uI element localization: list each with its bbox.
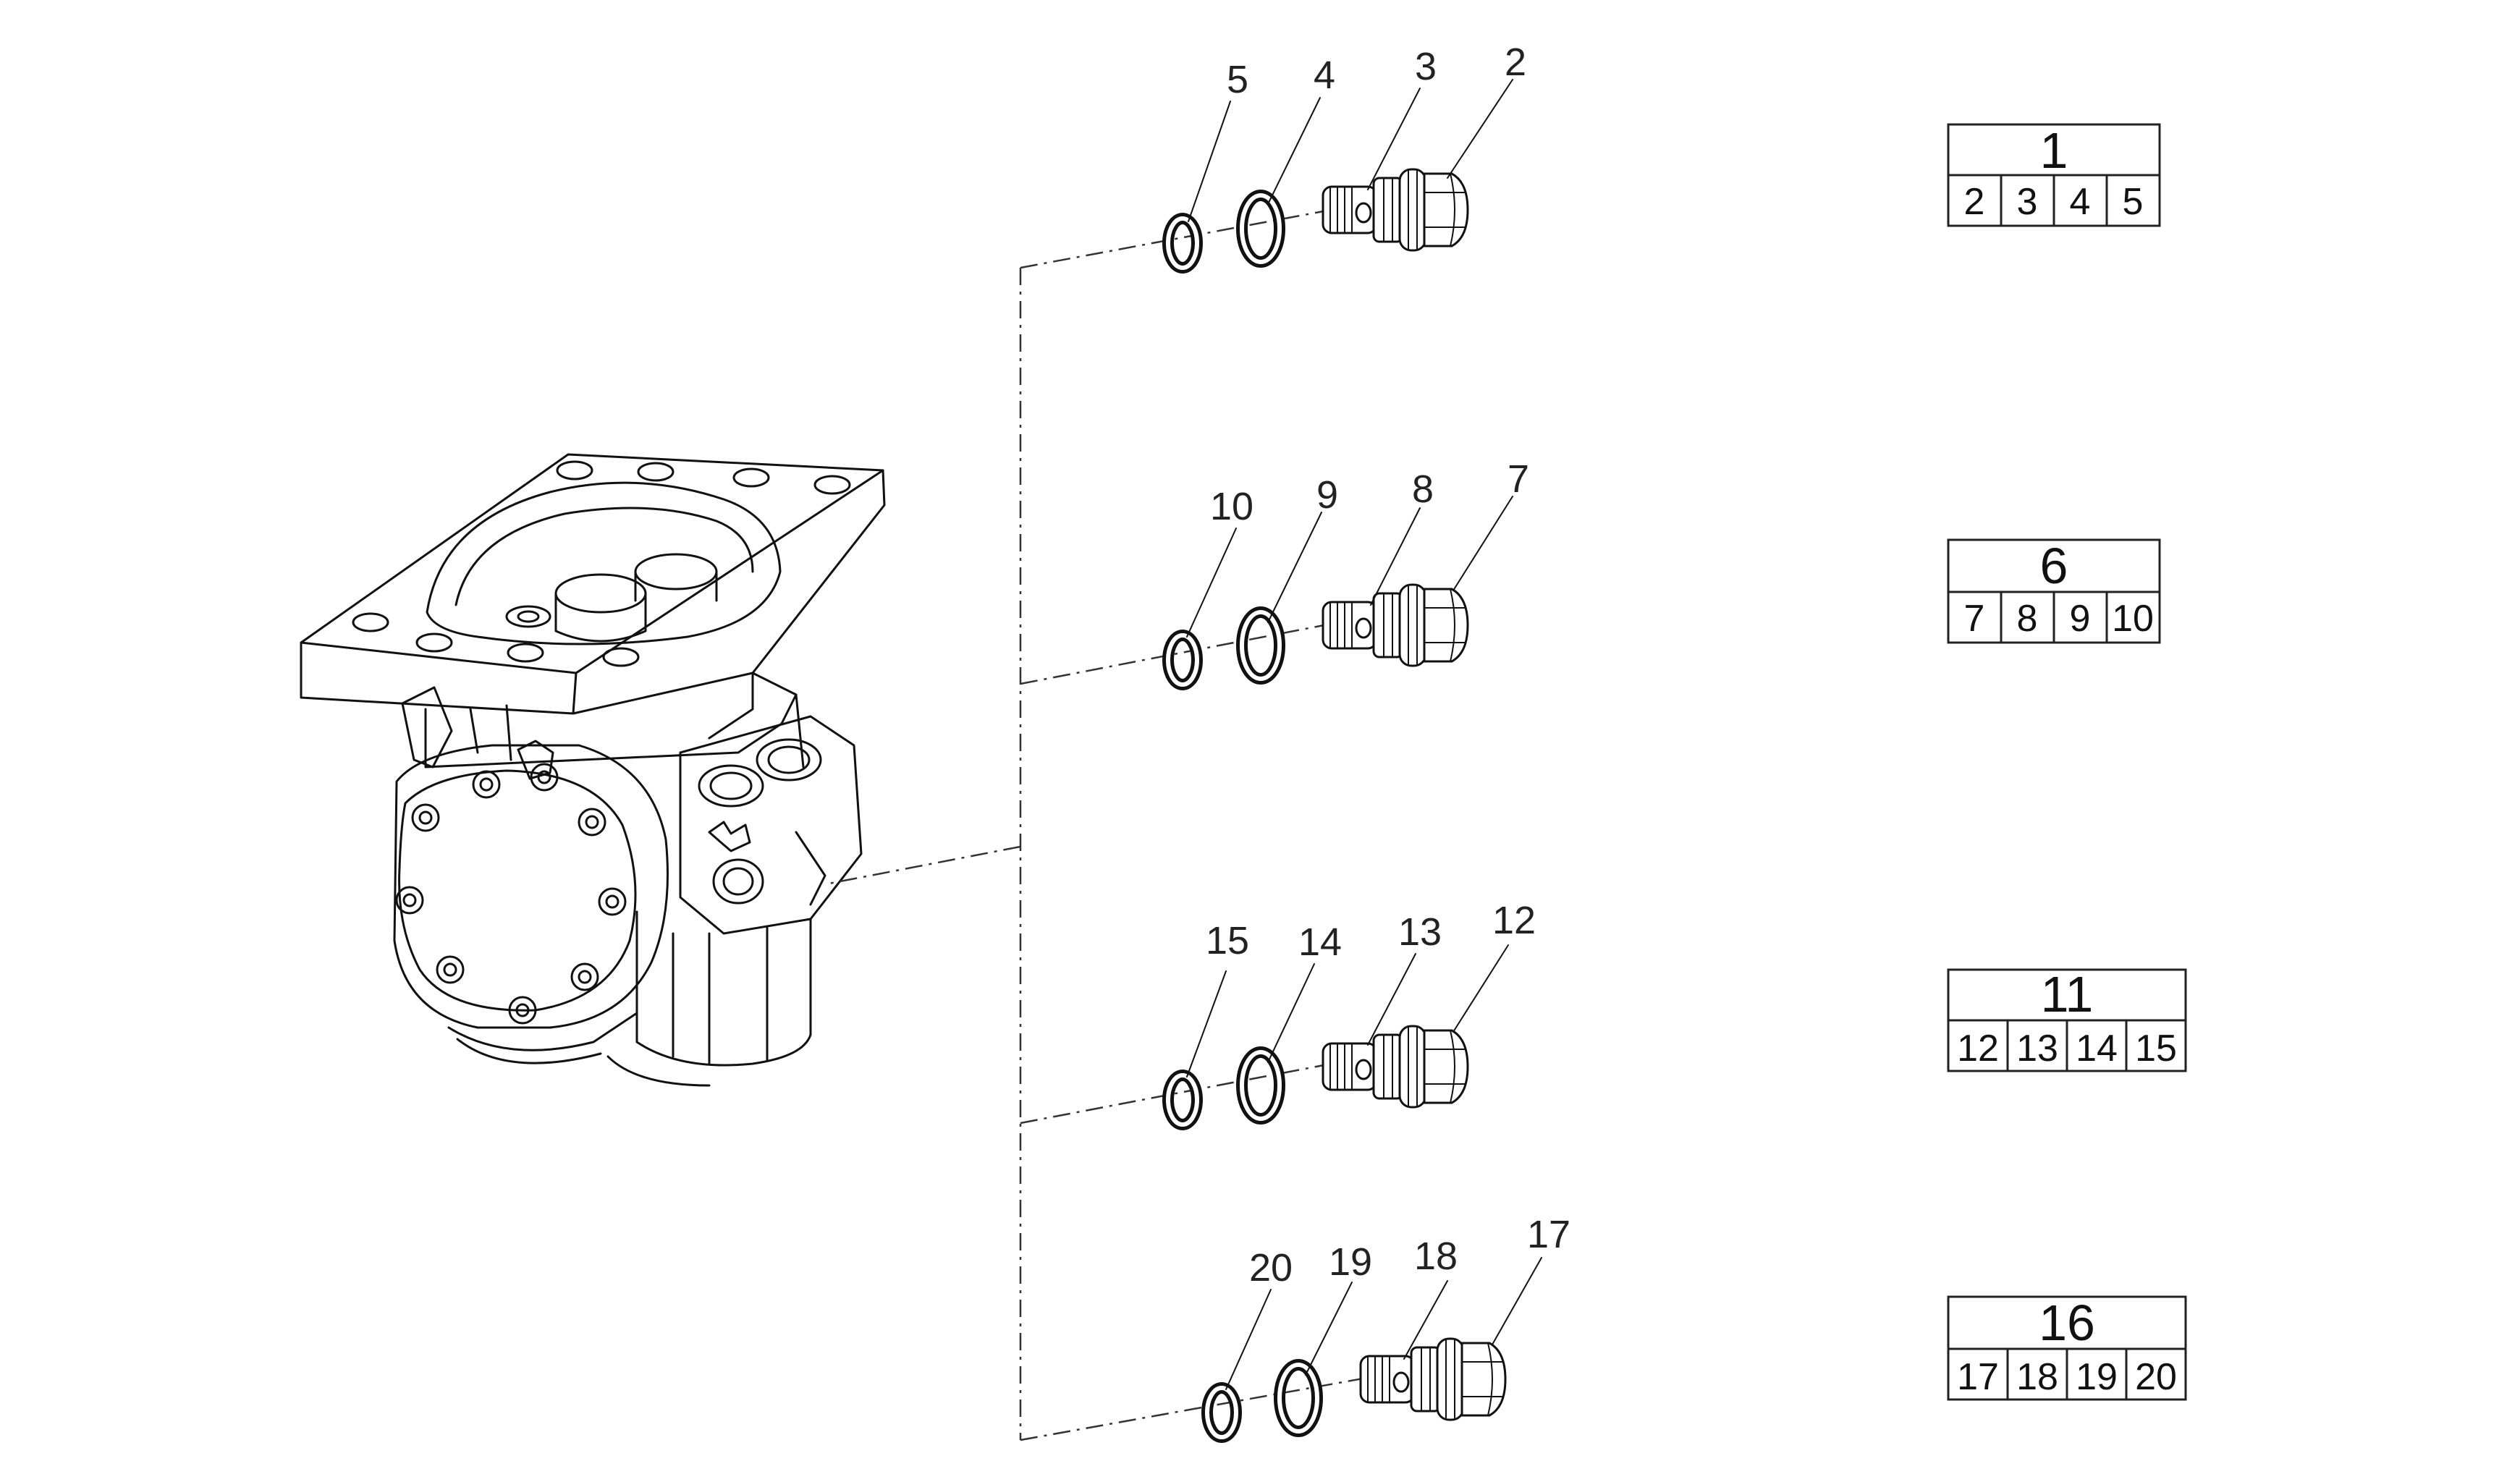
- valve-row-2: 10 9 8 7: [1168, 457, 1529, 685]
- callout-3: 3: [1415, 45, 1437, 88]
- kit-table-6: 6 7 8 9 10: [1947, 538, 2161, 644]
- kit-item: 20: [2135, 1356, 2177, 1398]
- callout-5: 5: [1227, 58, 1248, 101]
- kit-item: 3: [2017, 181, 2038, 223]
- o-ring-large-19: [1280, 1365, 1317, 1431]
- o-ring-small-20: [1207, 1388, 1236, 1437]
- kit-title: 11: [2041, 966, 2094, 1022]
- kit-item: 17: [1957, 1356, 1999, 1398]
- callout-15: 15: [1206, 919, 1249, 962]
- o-ring-large-9: [1242, 612, 1280, 679]
- callout-4: 4: [1314, 54, 1335, 97]
- relief-valve-2-3: [1322, 168, 1469, 252]
- callout-18: 18: [1414, 1235, 1458, 1278]
- callout-13: 13: [1398, 910, 1442, 954]
- kit-item: 18: [2016, 1356, 2058, 1398]
- kit-table-16: 16 17 18 19 20: [1947, 1295, 2187, 1401]
- kit-item: 5: [2123, 181, 2144, 223]
- motor-housing: [300, 453, 886, 1087]
- kit-table-11: 11 12 13 14 15: [1947, 966, 2187, 1072]
- kit-item: 7: [1964, 598, 1985, 640]
- kit-item: 12: [1957, 1028, 1999, 1070]
- kit-item: 4: [2070, 181, 2091, 223]
- callout-2: 2: [1505, 41, 1526, 84]
- kit-title: 16: [2039, 1295, 2095, 1351]
- o-ring-small-5: [1168, 219, 1197, 268]
- valve-row-4: 20 19 18 17: [1207, 1213, 1570, 1437]
- o-ring-small-15: [1168, 1075, 1197, 1125]
- o-ring-small-10: [1168, 635, 1197, 685]
- callout-14: 14: [1298, 920, 1342, 964]
- valve-row-1: 5 4 3 2: [1168, 41, 1526, 268]
- kit-item: 9: [2070, 598, 2091, 640]
- kit-item: 2: [1964, 181, 1985, 223]
- callout-10: 10: [1210, 485, 1253, 528]
- kit-item: 14: [2076, 1028, 2118, 1070]
- callout-17: 17: [1527, 1213, 1570, 1256]
- o-ring-large-14: [1242, 1052, 1280, 1119]
- o-ring-large-4: [1242, 195, 1280, 262]
- kit-title: 6: [2040, 538, 2068, 594]
- callout-8: 8: [1412, 467, 1434, 511]
- callout-19: 19: [1329, 1240, 1372, 1284]
- valve-row-3: 15 14 13 12: [1168, 899, 1536, 1125]
- relief-valve-17-18: [1359, 1337, 1507, 1421]
- callout-20: 20: [1249, 1246, 1293, 1290]
- kit-item: 13: [2016, 1028, 2058, 1070]
- callout-7: 7: [1508, 457, 1529, 501]
- kit-item: 15: [2135, 1028, 2177, 1070]
- kit-table-1: 1 2 3 4 5: [1947, 122, 2161, 227]
- kit-item: 8: [2017, 598, 2038, 640]
- kit-item: 10: [2112, 598, 2154, 640]
- kit-item: 19: [2076, 1356, 2118, 1398]
- relief-valve-7-8: [1322, 583, 1469, 667]
- relief-valve-12-13: [1322, 1025, 1469, 1109]
- kit-title: 1: [2040, 122, 2068, 179]
- callout-9: 9: [1316, 473, 1338, 517]
- callout-12: 12: [1492, 899, 1536, 942]
